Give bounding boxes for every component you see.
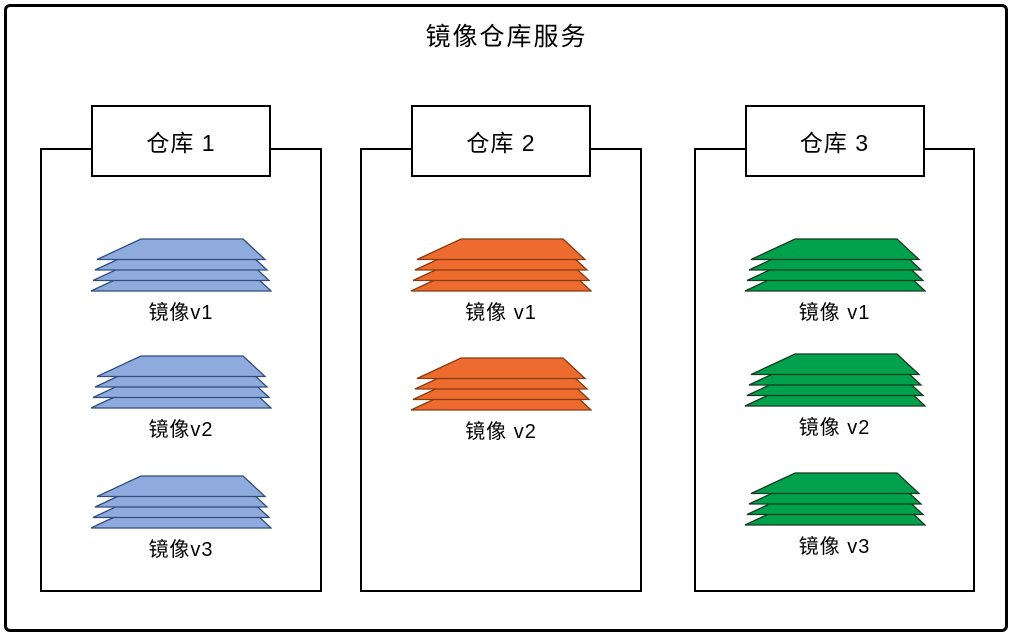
repo-header-label: 仓库 1 bbox=[146, 130, 216, 156]
image-stack-label: 镜像 v1 bbox=[798, 302, 871, 324]
repo-header-1: 仓库 1 bbox=[91, 105, 271, 177]
image-stack-label: 镜像 v2 bbox=[798, 417, 871, 439]
repo-header-2: 仓库 2 bbox=[411, 105, 591, 177]
repo-header-3: 仓库 3 bbox=[744, 105, 925, 177]
repo-header-label: 仓库 2 bbox=[466, 130, 536, 156]
image-stack-group: 镜像v1 bbox=[40, 238, 322, 325]
image-stack-group: 镜像 v2 bbox=[360, 357, 642, 444]
image-layers-icon bbox=[90, 355, 272, 409]
image-layers-icon bbox=[744, 472, 926, 526]
image-stack-label: 镜像v3 bbox=[148, 539, 214, 561]
image-layers-icon bbox=[744, 238, 926, 292]
repo-card-2: 仓库 2 镜像 v1 镜像 v2 bbox=[360, 105, 642, 592]
image-layers-icon bbox=[410, 357, 592, 411]
repo-header-label: 仓库 3 bbox=[799, 130, 870, 156]
image-layers-icon bbox=[90, 475, 272, 529]
image-stack-label: 镜像 v2 bbox=[465, 421, 537, 443]
image-stack-group: 镜像 v2 bbox=[694, 353, 975, 440]
image-stack-label: 镜像v2 bbox=[148, 419, 214, 441]
repo-card-1: 仓库 1 镜像v1 镜像v2 镜像v3 bbox=[40, 105, 322, 592]
image-stack-group: 镜像 v1 bbox=[360, 238, 642, 325]
diagram-title: 镜像仓库服务 bbox=[425, 23, 588, 51]
image-stack-group: 镜像 v3 bbox=[694, 472, 975, 559]
image-layers-icon bbox=[744, 353, 926, 407]
image-stack-group: 镜像 v1 bbox=[694, 238, 975, 325]
repo-card-3: 仓库 3 镜像 v1 镜像 v2 镜像 v3 bbox=[694, 105, 975, 592]
image-layers-icon bbox=[410, 238, 592, 292]
image-stack-label: 镜像v1 bbox=[148, 302, 214, 324]
image-stack-group: 镜像v3 bbox=[40, 475, 322, 562]
image-stack-group: 镜像v2 bbox=[40, 355, 322, 442]
image-stack-label: 镜像 v1 bbox=[465, 302, 537, 324]
image-stack-label: 镜像 v3 bbox=[798, 536, 871, 558]
image-layers-icon bbox=[90, 238, 272, 292]
